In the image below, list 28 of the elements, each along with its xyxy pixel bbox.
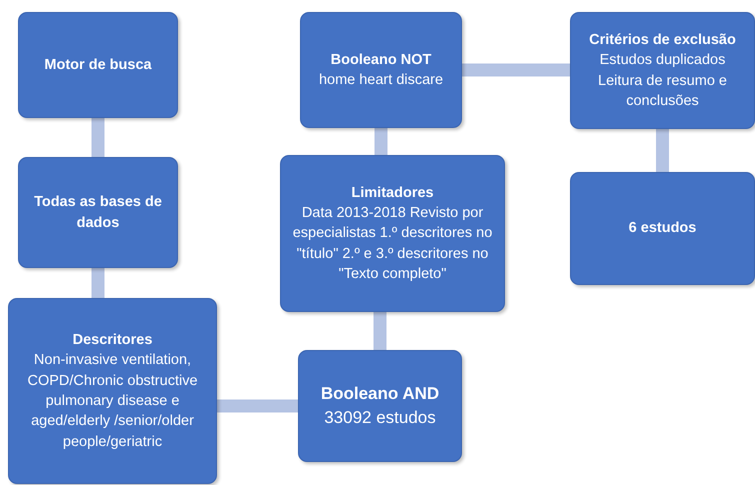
box-heading: Limitadores (351, 184, 434, 203)
process-box (18, 157, 178, 268)
box-text: home heart discare (318, 71, 444, 90)
box-heading: 6 estudos (628, 219, 696, 238)
connector-bar (462, 64, 570, 76)
process-box (8, 298, 217, 484)
box-heading: Motor de busca (44, 56, 152, 75)
box-text: Estudos duplicados Leitura de resumo e conclusões (597, 51, 728, 111)
process-box (280, 155, 505, 312)
box-text: Data 2013-2018 Revisto por especialistas 1.º descritores no "título" 2.º e 3.º descritores no "Texto completo" (292, 204, 494, 284)
process-box (300, 12, 462, 128)
process-box (570, 12, 755, 129)
connector-bar (374, 128, 388, 155)
process-box (298, 350, 462, 462)
box-text: Non-invasive ventilation, COPD/Chronic obstructive pulmonary disease e aged/elderly /senior/older people/geriatric (26, 351, 199, 452)
process-box (18, 12, 178, 118)
box-heading: Todas as bases de dados (33, 193, 163, 232)
box-heading: Critérios de exclusão (589, 30, 736, 50)
box-heading: Descritores (72, 331, 152, 350)
connector-bar (217, 400, 298, 412)
connector-bar (656, 129, 669, 172)
connector-bar (92, 268, 104, 298)
connector-bar (374, 312, 386, 350)
connector-bar (92, 118, 104, 157)
box-heading: Booleano NOT (330, 50, 432, 70)
box-heading: Booleano AND (320, 383, 440, 406)
process-box (570, 172, 755, 285)
box-text: 33092 estudos (324, 407, 436, 429)
